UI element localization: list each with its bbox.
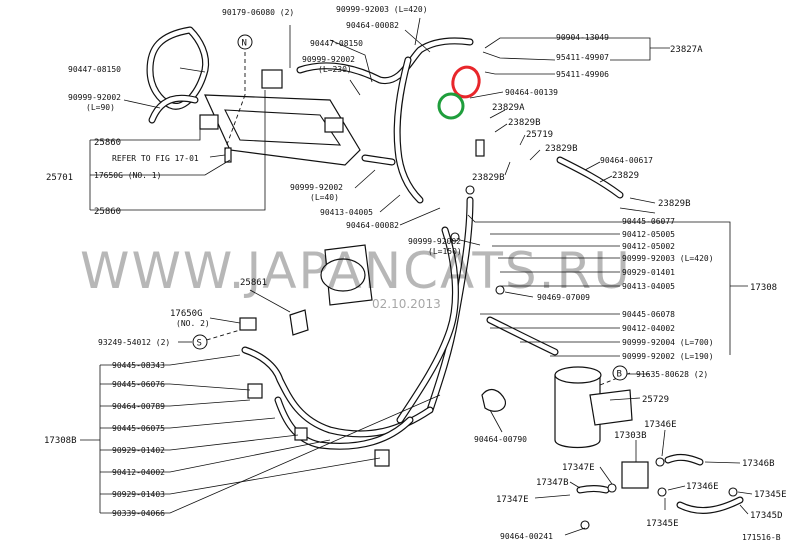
label-90999-92002-l40: 90999-92002 <box>290 183 343 192</box>
label-90999-92002-l150: 90999-92002 <box>408 237 461 246</box>
label-90999-92002-l90: 90999-92002 <box>68 93 121 102</box>
label-90445-08343: 90445-08343 <box>112 361 165 370</box>
label-90412-05005: 90412-05005 <box>622 230 675 239</box>
label-23829a: 23829A <box>492 103 525 113</box>
watermark-date: 02.10.2013 <box>372 297 441 311</box>
label-90179-06080: 90179-06080 (2) <box>222 8 294 17</box>
label-90999-92002-l230-len: (L=230) <box>318 65 352 74</box>
label-90412-05002: 90412-05002 <box>622 242 675 251</box>
label-17347e-bottom: 17347E <box>496 495 529 505</box>
label-90999-92002-l230: 90999-92002 <box>302 55 355 64</box>
label-90469-07009: 90469-07009 <box>537 293 590 302</box>
label-90464-00082-top: 90464-00082 <box>346 21 399 30</box>
label-95411-49907: 95411-49907 <box>556 53 609 62</box>
label-90412-04002-left: 90412-04002 <box>112 468 165 477</box>
label-90929-01403: 90929-01403 <box>112 490 165 499</box>
label-90445-06075: 90445-06075 <box>112 424 165 433</box>
label-17303b: 17303B <box>614 431 647 441</box>
label-90999-92004-l700: 90999-92004 (L=700) <box>622 338 714 347</box>
label-25860-top: 25860 <box>94 138 121 148</box>
label-23829: 23829 <box>612 171 639 181</box>
label-90999-92003-l420: 90999-92003 (L=420) <box>336 5 428 14</box>
label-17345e-right: 17345E <box>754 490 787 500</box>
label-17308b: 17308B <box>44 436 77 446</box>
label-17345d: 17345D <box>750 511 783 521</box>
hose-artwork <box>146 26 744 514</box>
label-90412-04002-right: 90412-04002 <box>622 324 675 333</box>
label-90999-92003-l420b: 90999-92003 (L=420) <box>622 254 714 263</box>
symbol-s-marker: S <box>192 334 208 350</box>
label-17650g-no2-sub: (NO. 2) <box>176 319 210 328</box>
label-90339-04066: 90339-04066 <box>112 509 165 518</box>
label-17347b: 17347B <box>536 478 569 488</box>
green-annotation-circle <box>437 92 465 120</box>
label-90464-00790: 90464-00790 <box>474 435 527 444</box>
label-23827a: 23827A <box>670 45 703 55</box>
label-25719: 25719 <box>526 130 553 140</box>
label-25729: 25729 <box>642 395 669 405</box>
label-17346b: 17346B <box>742 459 775 469</box>
label-90999-92002-l150-len: (L=150) <box>428 247 462 256</box>
label-90464-00789: 90464-00789 <box>112 402 165 411</box>
label-17346e-bottom: 17346E <box>686 482 719 492</box>
label-90447-08150-mid: 90447-08150 <box>310 39 363 48</box>
red-annotation-circle <box>451 65 481 99</box>
label-17347e-top: 17347E <box>562 463 595 473</box>
label-25860-bottom: 25860 <box>94 207 121 217</box>
label-90445-06078: 90445-06078 <box>622 310 675 319</box>
label-17345e-bottom: 17345E <box>646 519 679 529</box>
component-artwork <box>199 69 738 530</box>
label-25701: 25701 <box>46 173 73 183</box>
leader-lines <box>80 17 753 536</box>
label-90464-00082-mid: 90464-00082 <box>346 221 399 230</box>
label-90447-08150-left: 90447-08150 <box>68 65 121 74</box>
symbol-s-label: S <box>197 339 202 349</box>
label-90464-00241: 90464-00241 <box>500 532 553 541</box>
label-91635-80628: 91635-80628 (2) <box>636 370 708 379</box>
refer-note: REFER TO FIG 17-01 <box>112 154 199 163</box>
label-90445-06077: 90445-06077 <box>622 217 675 226</box>
symbol-b-label: B <box>617 370 622 380</box>
label-17346e-top: 17346E <box>644 420 677 430</box>
watermark-text: WWW.JAPANCATS.RU <box>80 242 632 300</box>
label-90999-92002-l90-len: (L=90) <box>86 103 115 112</box>
label-23829b-2: 23829B <box>545 144 578 154</box>
label-95411-49906: 95411-49906 <box>556 70 609 79</box>
label-90464-00139: 90464-00139 <box>505 88 558 97</box>
label-17650g-no1: 17650G (NO. 1) <box>94 171 161 180</box>
label-90999-92002-l40-len: (L=40) <box>310 193 339 202</box>
label-90413-04005-left: 90413-04005 <box>320 208 373 217</box>
symbol-n-label: N <box>242 39 247 49</box>
label-23829b-3: 23829B <box>472 173 505 183</box>
label-90464-00617: 90464-00617 <box>600 156 653 165</box>
label-25861: 25861 <box>240 278 267 288</box>
label-17650g-no2: 17650G <box>170 309 203 319</box>
label-17308: 17308 <box>750 283 777 293</box>
label-90904-13049: 90904-13049 <box>556 33 609 42</box>
label-23829b-1: 23829B <box>508 118 541 128</box>
label-23829b-4: 23829B <box>658 199 691 209</box>
label-90445-06076: 90445-06076 <box>112 380 165 389</box>
reference-dashes <box>199 52 631 386</box>
label-90929-01402: 90929-01402 <box>112 446 165 455</box>
symbol-b-marker: B <box>612 365 628 381</box>
label-93249-54012: 93249-54012 (2) <box>98 338 170 347</box>
figure-code: 171516-B <box>742 533 781 542</box>
label-90929-01401: 90929-01401 <box>622 268 675 277</box>
label-90413-04005-right: 90413-04005 <box>622 282 675 291</box>
label-90999-92002-l190: 90999-92002 (L=190) <box>622 352 714 361</box>
part-labels: 90179-06080 (2) 90447-08150 90999-92002 … <box>44 5 787 542</box>
symbol-n-marker: N <box>237 34 253 50</box>
